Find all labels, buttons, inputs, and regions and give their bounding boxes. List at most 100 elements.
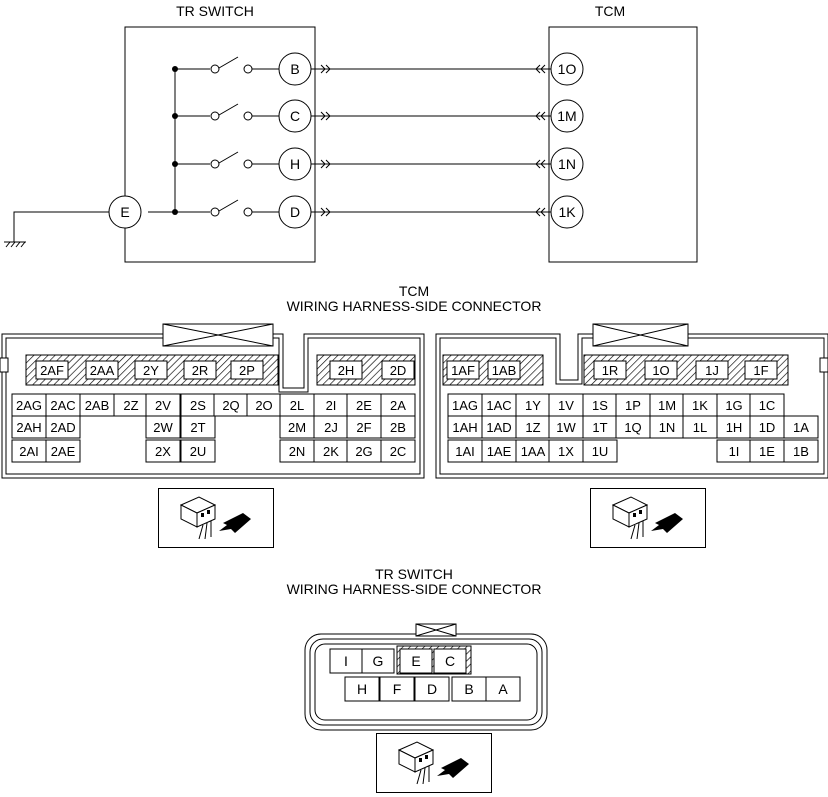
harness-connector-icon [158, 488, 274, 548]
tcm-cavity: 2U [190, 444, 207, 459]
tr-cavity: A [498, 681, 508, 697]
tcm-cavity: 1AH [452, 420, 477, 435]
tcm-cavity: 1N [659, 420, 676, 435]
tcm-cavity: 1T [592, 420, 607, 435]
tcm-cavity: 1Q [624, 420, 641, 435]
tr-cavity: B [464, 681, 473, 697]
tr-cavity: H [357, 681, 367, 697]
tcm-cavity: 1J [705, 363, 719, 378]
tcm-cavity: 1D [759, 420, 776, 435]
tcm-cavity: 2T [190, 420, 205, 435]
tcm-cavity: 2AF [40, 363, 64, 378]
tcm-cavity: 2C [390, 444, 407, 459]
tcm-cavity: 2AH [16, 420, 41, 435]
tcm-cavity: 2Q [222, 398, 239, 413]
tcm-cavity: 1G [725, 398, 742, 413]
tcm-cavity: 1V [558, 398, 574, 413]
tcm-cavity: 2Y [143, 363, 159, 378]
tcm-cavity: 1AE [487, 444, 512, 459]
tcm-cavity: 1AB [492, 363, 517, 378]
tcm-cavity: 1X [558, 444, 574, 459]
tcm-terminal-1m: 1M [557, 108, 576, 124]
tr-switch-title: TR SWITCH [176, 3, 254, 19]
tcm-terminal-1k: 1K [558, 204, 576, 220]
tcm-cavity: 1W [556, 420, 576, 435]
tcm-cavity: 1I [729, 444, 740, 459]
tcm-cavity: 2A [390, 398, 406, 413]
harness-connector-icon [590, 488, 706, 548]
tcm-cavity: 1P [625, 398, 641, 413]
tr-cavity: E [411, 653, 420, 669]
tr-cavity: I [344, 653, 348, 669]
tcm-cavity: 1C [759, 398, 776, 413]
tcm-cavity: 2F [356, 420, 371, 435]
tcm-cavity: 2AE [51, 444, 76, 459]
harness-connector-icon [376, 733, 492, 793]
tr-cavity: F [393, 681, 402, 697]
tcm-terminal-1o: 1O [558, 61, 577, 77]
tcm-cavity: 2G [355, 444, 372, 459]
tcm-cavity: 2AD [50, 420, 75, 435]
tcm-cavity: 2R [192, 363, 209, 378]
tcm-cavity: 2AA [90, 363, 115, 378]
tcm-cavity: 2M [288, 420, 306, 435]
tcm-cavity: 2S [190, 398, 206, 413]
tcm-connector-subtitle: WIRING HARNESS-SIDE CONNECTOR [286, 298, 542, 314]
tcm-cavity: 1L [693, 420, 707, 435]
tcm-cavity: 1AG [452, 398, 478, 413]
tcm-cavity: 1H [726, 420, 743, 435]
tcm-cavity: 2Z [123, 398, 138, 413]
tcm-cavity: 2O [255, 398, 272, 413]
tcm-cavity: 1F [753, 363, 768, 378]
tcm-cavity: 1Z [525, 420, 540, 435]
tcm-cavity: 1AA [521, 444, 546, 459]
terminal-e-label: E [120, 204, 129, 220]
tcm-cavity: 2AC [50, 398, 75, 413]
tcm-cavity: 1A [793, 420, 809, 435]
switch-terminal-c: C [290, 108, 300, 124]
tcm-cavity: 2D [390, 363, 407, 378]
tcm-cavity: 1S [592, 398, 608, 413]
tcm-cavity: 2W [153, 420, 173, 435]
tcm-cavity: 2AI [19, 444, 39, 459]
tcm-terminal-1n: 1N [558, 156, 576, 172]
tcm-cavity: 1E [759, 444, 775, 459]
tcm-cavity: 1K [692, 398, 708, 413]
tcm-cavity: 1R [602, 363, 619, 378]
tcm-cavity: 2B [390, 420, 406, 435]
tcm-cavity: 1U [592, 444, 609, 459]
tcm-cavity: 2E [356, 398, 372, 413]
tcm-title: TCM [594, 3, 626, 19]
tcm-cavity: 2N [289, 444, 306, 459]
switch-terminal-h: H [290, 156, 300, 172]
tcm-cavity: 2K [323, 444, 339, 459]
tr-cavity: G [373, 653, 384, 669]
tcm-cavity: 1M [658, 398, 676, 413]
switch-terminal-d: D [290, 204, 300, 220]
tcm-cavity: 1AC [486, 398, 511, 413]
tcm-cavity: 2AG [16, 398, 42, 413]
tr-connector-drawing: I G E C H F D B A [304, 623, 548, 731]
tcm-cavity: 2I [326, 398, 337, 413]
tr-connector-title: TR SWITCH [375, 566, 453, 582]
tcm-connector-title: TCM [398, 283, 430, 299]
tr-switch-box [124, 26, 316, 263]
tcm-cavity: 1B [793, 444, 809, 459]
tcm-cavity: 2V [155, 398, 171, 413]
tcm-box [548, 26, 698, 263]
tcm-cavity: 1O [652, 363, 669, 378]
tr-connector-subtitle: WIRING HARNESS-SIDE CONNECTOR [286, 581, 542, 597]
tcm-cavity: 2X [155, 444, 171, 459]
tcm-cavity: 1AD [486, 420, 511, 435]
tr-cavity: D [427, 681, 437, 697]
tcm-cavity: 2J [324, 420, 338, 435]
tcm-cavity: 2H [338, 363, 355, 378]
tcm-cavity: 2AB [85, 398, 110, 413]
tcm-cavity: 1AF [451, 363, 475, 378]
tcm-cavity: 1Y [525, 398, 541, 413]
tcm-cavity: 1AI [455, 444, 475, 459]
tr-cavity: C [445, 653, 455, 669]
tcm-cavity: 2L [290, 398, 304, 413]
switch-terminal-b: B [290, 61, 299, 77]
